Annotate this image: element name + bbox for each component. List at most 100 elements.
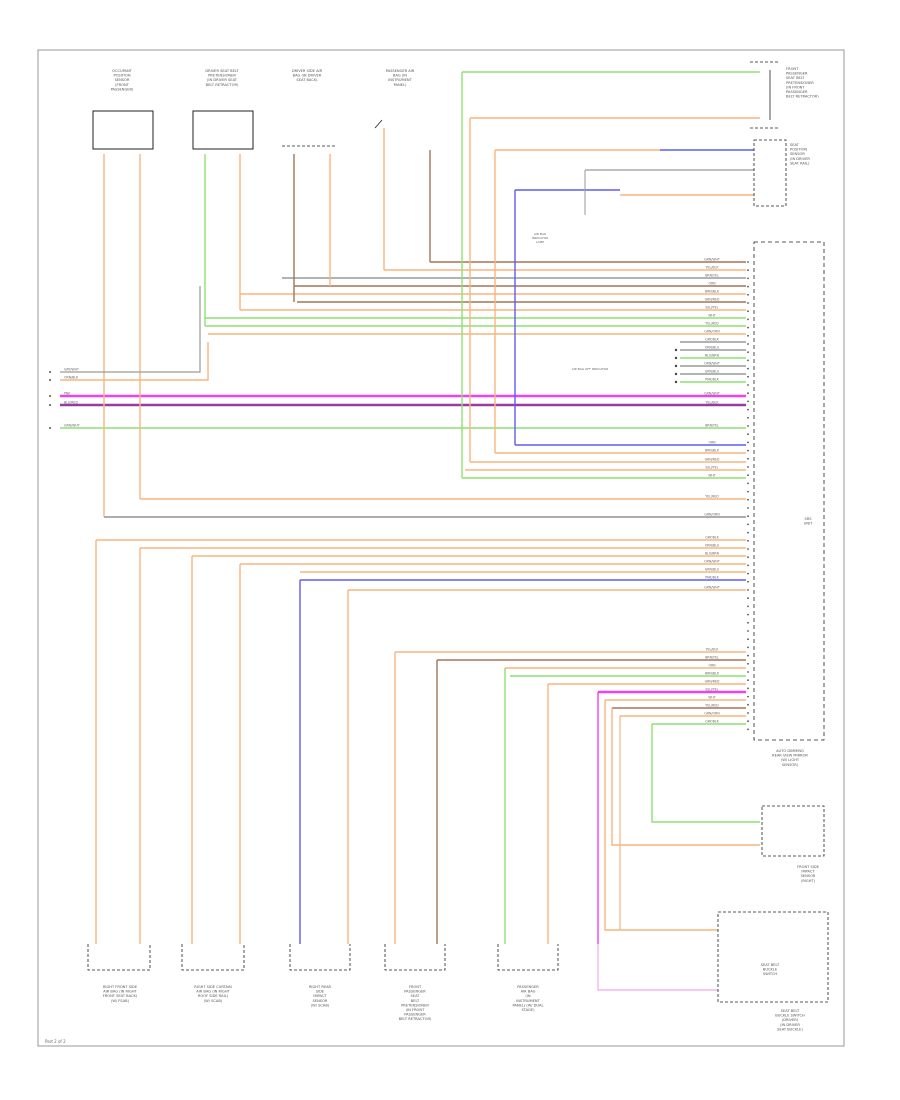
bottom-component-label: SENSOR (313, 999, 328, 1003)
connector-pin (747, 343, 749, 345)
side-sensor-label: (RIGHT) (801, 879, 816, 883)
connector-pin (747, 400, 749, 403)
wire-code-label: BLU/YEL (706, 466, 719, 470)
right-top-label: PASSENGER (786, 90, 808, 94)
bottom-component-label: PASSENGER (404, 990, 426, 994)
connector-pin (747, 498, 749, 501)
wire-code-label: BLU/YEL (706, 688, 719, 692)
bottom-component-label: (IN FRONT (406, 1008, 425, 1012)
right-top-label: FRONT (786, 67, 799, 71)
top-component-label: SENSOR (115, 78, 130, 82)
wire-code-label: GRN/RED (705, 298, 720, 302)
occupant-sensor-wire (60, 286, 201, 373)
bottom-component-label: BELT RETRACTOR) (399, 1017, 432, 1021)
connector-pin (747, 515, 749, 518)
connector-pin (747, 474, 749, 477)
connector-pin (747, 334, 749, 337)
squib-symbol (374, 119, 383, 129)
ground-label: AIR BAG OFF INDICATOR (572, 367, 609, 371)
right-bottom-label: BUCKLE SWITCH (775, 1014, 805, 1018)
buckle-switch-wire (597, 944, 718, 991)
switch-label: LAMP (536, 240, 544, 244)
connector-pin (747, 597, 749, 600)
bottom-component-label: IMPACT (313, 994, 327, 998)
srs-unit-caption: SENSOR) (782, 763, 799, 767)
bottom-component-bracket (497, 944, 559, 971)
wire-code-label: ORN (708, 282, 716, 286)
srs-unit-label: UNIT (804, 522, 813, 526)
connector-pin (747, 695, 749, 698)
top-component-label: DRIVER SIDE AIR (292, 69, 323, 73)
buckle-switch-wire (604, 700, 718, 931)
bottom-component-bracket (289, 944, 351, 971)
connector-pin (747, 441, 749, 444)
wire-code-label: ORN/BLU (705, 544, 720, 548)
connector-pin (747, 621, 749, 624)
top-component-label: SEAT BACK) (296, 78, 318, 82)
wire-code-label: GRN/BLU (705, 568, 720, 572)
wire-code-label: GRN/WHT (704, 586, 720, 590)
wire-code-label: BRN/BLK (705, 290, 720, 294)
left-connector-pin (49, 371, 51, 373)
bottom-component-label: PASSENGER (404, 1013, 426, 1017)
wire-code-label: BRN/YEL (705, 424, 719, 428)
right-top-label: PASSENGER (786, 72, 808, 76)
connector-pin (747, 703, 749, 706)
connector-pin (747, 375, 749, 378)
connector-pin (747, 449, 749, 452)
connector-pin (747, 720, 749, 723)
top-component-label: INSTRUMENT (388, 78, 412, 82)
top-component-label: (FRONT (115, 83, 129, 87)
components (49, 61, 829, 1003)
ground-dot (674, 356, 678, 360)
ground-dot (674, 348, 678, 352)
connector-pin (747, 318, 749, 321)
connector-pin (747, 531, 749, 534)
bottom-component-label: RIGHT FRONT SIDE (103, 985, 138, 989)
connector-pin (747, 392, 749, 395)
bottom-component-label: FRONT (409, 985, 422, 989)
connector-pin (747, 662, 749, 665)
left-connector-pin (49, 395, 51, 397)
wire-code-label: YEL/RED (705, 495, 719, 499)
left-wire-label: ORN/BLK (64, 376, 79, 380)
bottom-component-label: BELT (411, 999, 420, 1003)
connector-pin (747, 351, 749, 354)
diagram-border (37, 49, 845, 1047)
ground-dot (674, 380, 678, 384)
wire-code-label: BLU/BRN (705, 552, 720, 556)
connector-pin (747, 638, 749, 641)
wire-code-label: BRN/BLK (705, 449, 720, 453)
bottom-component-label: FRONT SEAT BACK) (103, 994, 138, 998)
bottom-component-label: ROOF SIDE RAIL) (198, 994, 229, 998)
connector-pin (747, 482, 749, 485)
connector-pin (747, 556, 749, 559)
connector-pin (747, 580, 749, 583)
right-second-label: POSITION (790, 148, 807, 152)
wire-code-label: GRY/BLK (705, 536, 719, 540)
bottom-component-label: SIDE (316, 990, 325, 994)
top-component-label: (IN DRIVER SEAT (207, 78, 238, 82)
wire-code-label: ORN (708, 664, 716, 668)
wire-code-label: BRN/YEL (705, 274, 719, 278)
wires (60, 71, 760, 991)
side-sensor-label: FRONT SIDE (797, 865, 820, 869)
bottom-component-label: (W/ SCAB) (204, 999, 223, 1003)
wire-code-label: GRN/ORN (704, 712, 720, 716)
bottom-component-label: AIR BAG (IN RIGHT (103, 990, 137, 994)
page-footer: Part 2 of 2 (45, 1039, 66, 1044)
ground-dot (674, 364, 678, 368)
connector-pin (747, 416, 749, 419)
srs-unit-caption: AUTO DIMMING (776, 749, 804, 753)
connector-pin (747, 384, 749, 386)
bottom-component-label: PANEL) (W/ DUAL (512, 1003, 543, 1007)
left-wire-label: BLU/RED (64, 401, 78, 405)
wire-code-label: YEL/BLK (706, 401, 720, 405)
wire-code-label: GRY/BLK (705, 720, 719, 724)
connector-pin (747, 367, 749, 370)
bottom-component-label: PASSENGER (517, 985, 539, 989)
top-component-box (92, 110, 154, 150)
bottom-component-label: RIGHT SIDE CURTAIN (194, 985, 232, 989)
right-bottom-label: SEAT BELT (781, 1009, 800, 1013)
